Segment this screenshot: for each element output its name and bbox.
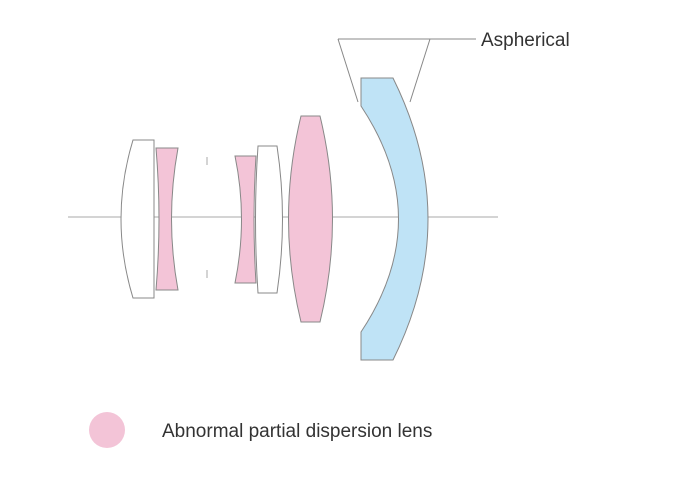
callout-bracket-left — [337, 38, 359, 103]
legend-marker-abnormal-dispersion — [89, 412, 125, 448]
lens-element-5-abnormal-dispersion — [288, 115, 333, 323]
aspherical-label: Aspherical — [481, 30, 570, 51]
aspherical-callout: Aspherical — [337, 30, 570, 103]
lens-element-3-abnormal-dispersion — [234, 155, 257, 284]
lens-element-4 — [255, 145, 283, 294]
legend-label: Abnormal partial dispersion lens — [162, 421, 432, 442]
callout-bracket-right — [409, 38, 431, 103]
lens-element-2-abnormal-dispersion — [155, 147, 179, 291]
lens-element-1 — [120, 139, 155, 299]
legend: Abnormal partial dispersion lens — [89, 412, 432, 448]
lens-element-6-aspherical — [360, 77, 429, 361]
